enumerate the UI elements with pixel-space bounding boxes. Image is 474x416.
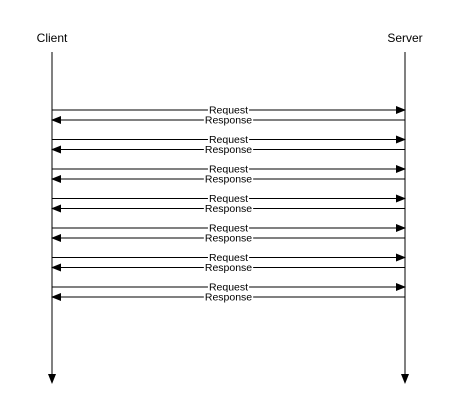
- response-label: Response: [205, 115, 252, 127]
- request-label-background: [207, 282, 250, 292]
- request-label-background: [207, 223, 250, 233]
- response-label: Response: [205, 233, 252, 245]
- request-label: Request: [209, 223, 248, 235]
- request-label: Request: [209, 252, 248, 264]
- response-label-background: [203, 203, 254, 214]
- response-label-background: [203, 115, 254, 125]
- response-label: Response: [205, 144, 252, 156]
- request-label-background: [207, 134, 250, 145]
- response-label: Response: [205, 203, 252, 215]
- request-label-background: [207, 105, 250, 115]
- response-label-background: [203, 174, 254, 184]
- server-label: Server: [387, 31, 422, 45]
- request-label-background: [207, 164, 250, 174]
- request-label: Request: [209, 105, 248, 117]
- request-label: Request: [209, 134, 248, 146]
- response-label-background: [203, 292, 254, 302]
- response-label-background: [203, 144, 254, 155]
- response-label: Response: [205, 174, 252, 186]
- response-label-background: [203, 233, 254, 243]
- request-label-background: [207, 193, 250, 204]
- response-label: Response: [205, 292, 252, 304]
- response-label: Response: [205, 262, 252, 274]
- message-group: RequestResponseRequestResponseRequestRes…: [51, 105, 406, 304]
- request-label: Request: [209, 164, 248, 176]
- request-label: Request: [209, 193, 248, 205]
- request-label: Request: [209, 282, 248, 294]
- response-label-background: [203, 262, 254, 273]
- request-label-background: [207, 252, 250, 263]
- client-label: Client: [37, 31, 68, 45]
